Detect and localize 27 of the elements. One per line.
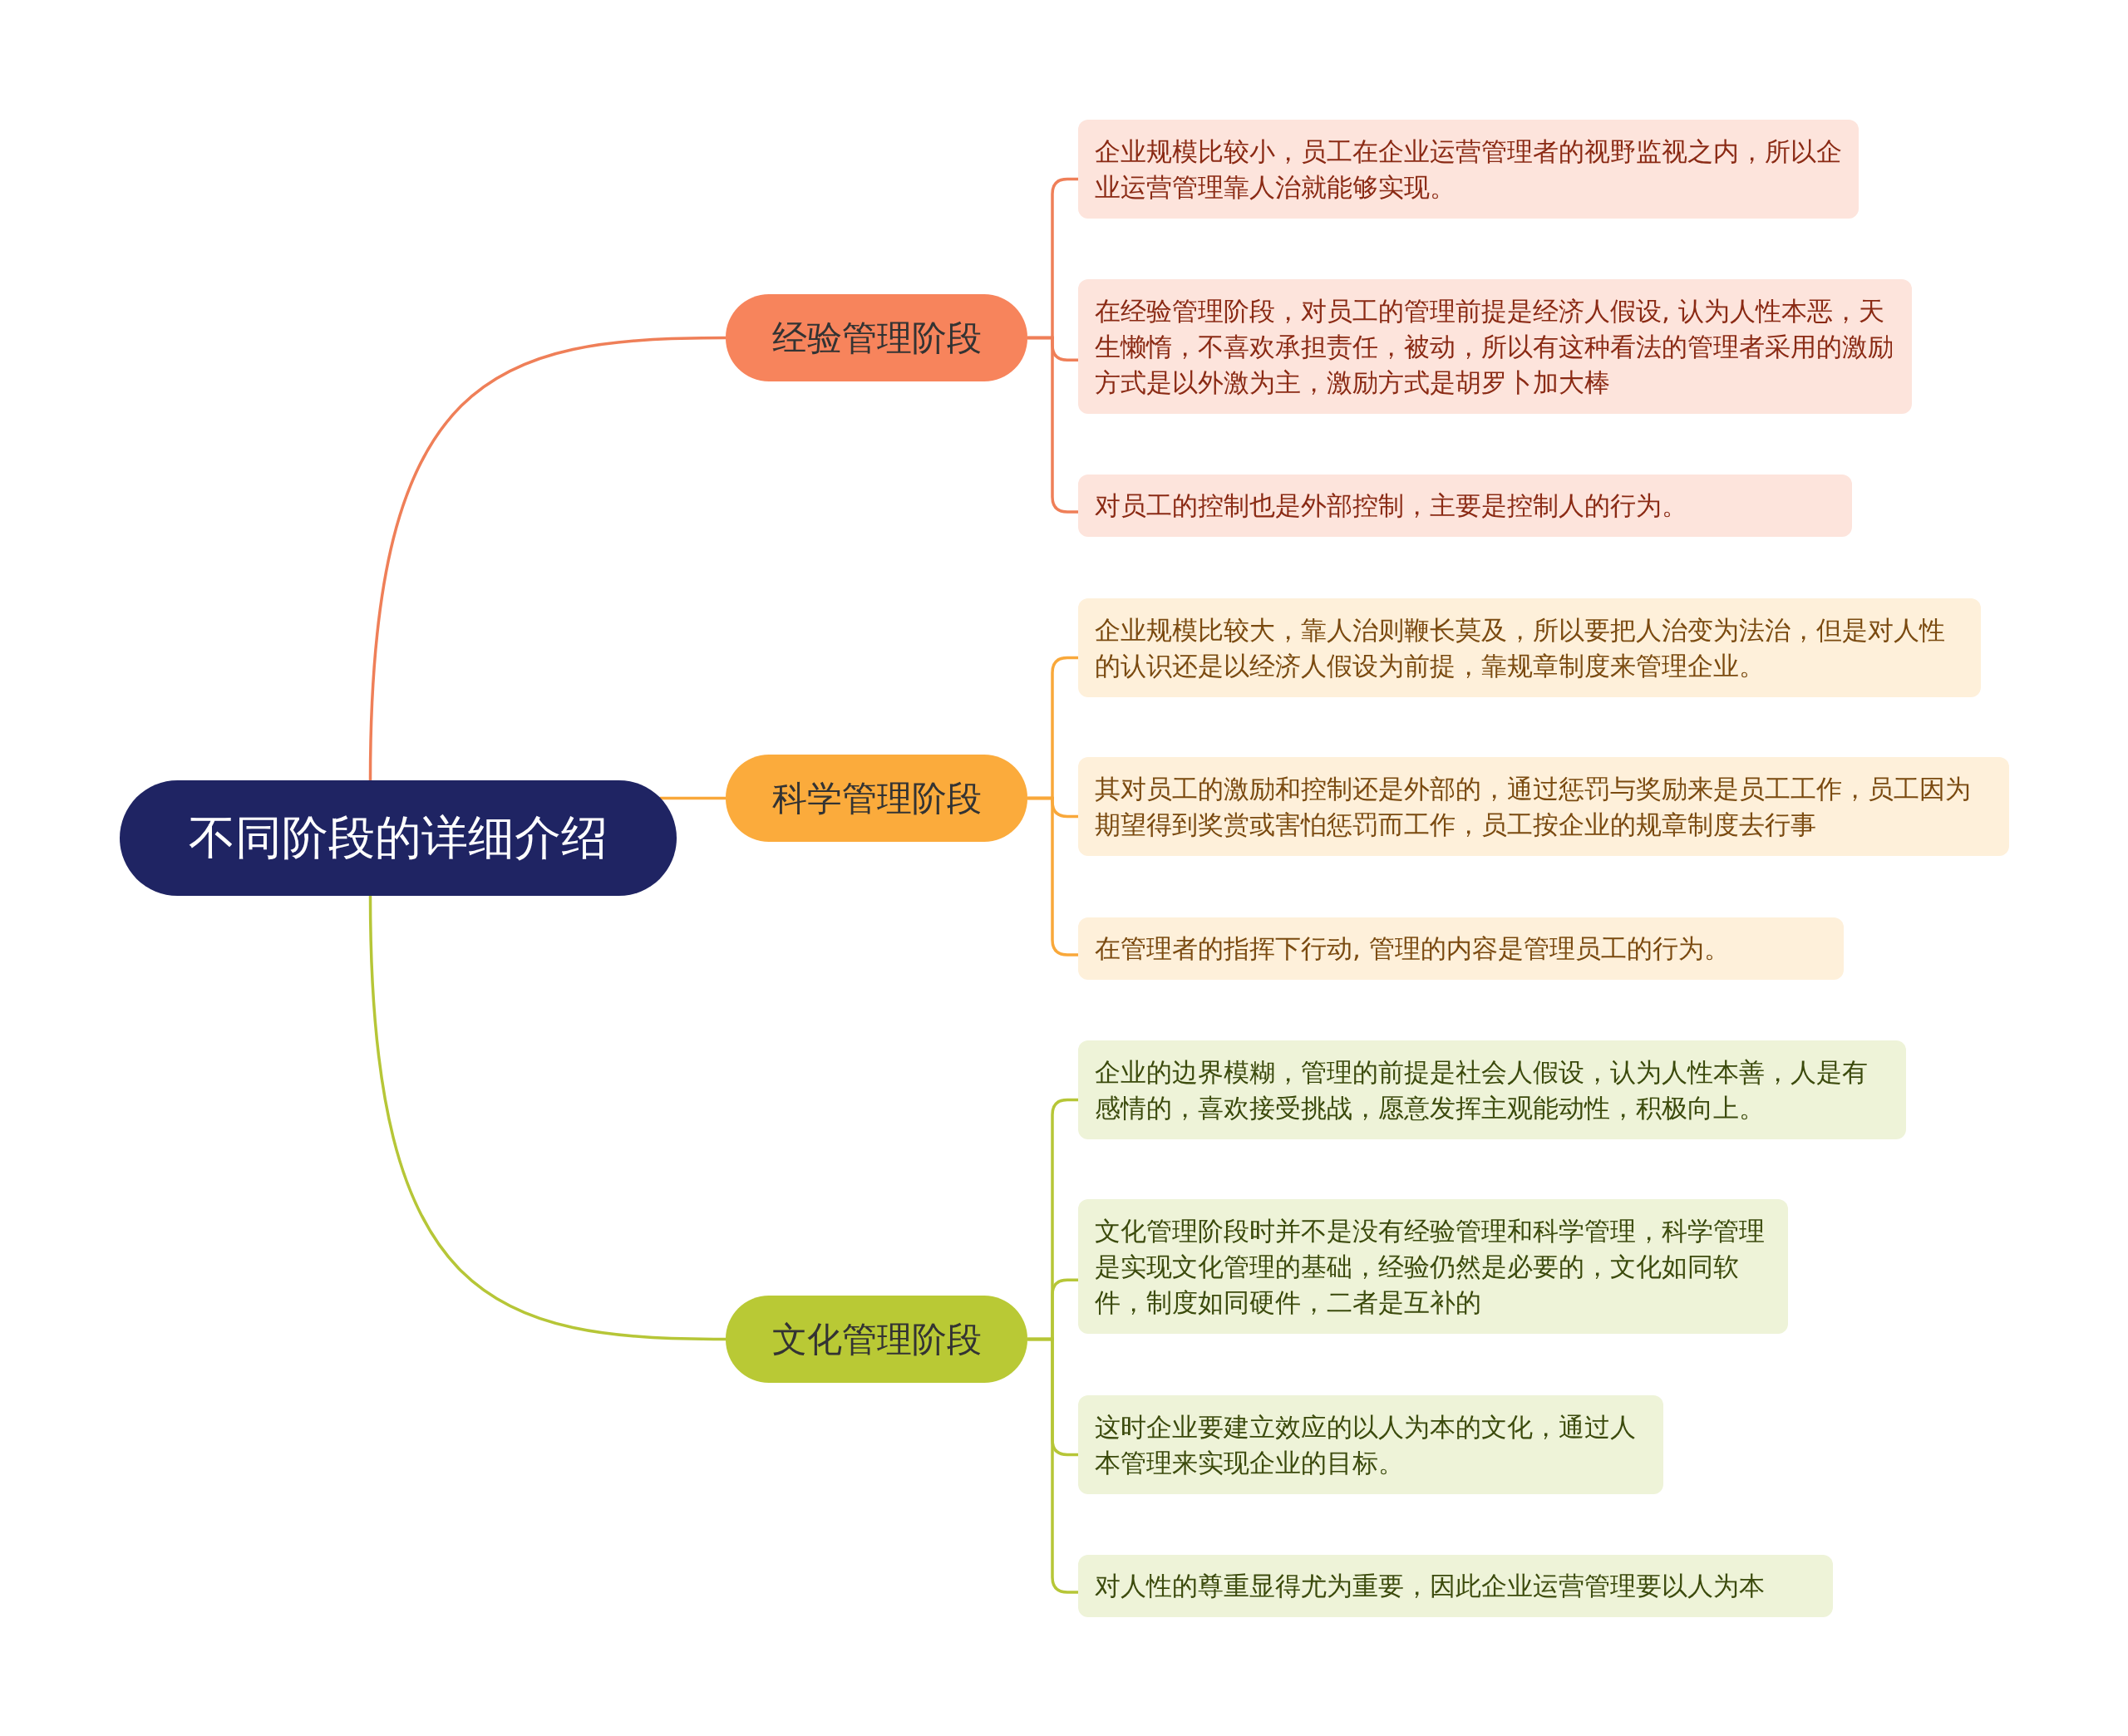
topic-text: 经验管理阶段 [771,316,982,360]
detail-text: 在经验管理阶段，对员工的管理前提是经济人假设, 认为人性本恶，天生懒惰，不喜欢承担责任，被动，所以有这种看法的管理者采用的激励方式是以外激为主，激励方式是胡罗卜加大棒 [1095,294,1894,399]
detail-card [1078,917,1844,980]
detail-text: 企业的边界模糊，管理的前提是社会人假设，认为人性本善，人是有感情的，喜欢接受挑战，愿意发挥主观能动性，积极向上。 [1095,1055,1869,1124]
detail-text: 其对员工的激励和控制还是外部的，通过惩罚与奖励来是员工工作，员工因为期望得到奖赏或害怕惩罚而工作，员工按企业的规章制度去行事 [1095,772,1972,841]
detail-card [1078,120,1859,219]
detail-text: 对员工的控制也是外部控制，主要是控制人的行为。 [1095,489,1687,522]
detail-text: 企业规模比较大，靠人治则鞭长莫及，所以要把人治变为法治，但是对人性的认识还是以经济人假设为前提，靠规章制度来管理企业。 [1095,613,1946,682]
detail-text: 文化管理阶段时并不是没有经验管理和科学管理，科学管理是实现文化管理的基础，经验仍然是必要的，文化如同软件，制度如同硬件，二者是互补的 [1095,1214,1766,1319]
topic-text: 文化管理阶段 [771,1317,982,1361]
detail-card [1078,1199,1788,1334]
detail-text: 对人性的尊重显得尤为重要，因此企业运营管理要以人为本 [1095,1570,1765,1602]
detail-text: 在管理者的指挥下行动, 管理的内容是管理员工的行为。 [1095,932,1730,965]
connector-line [368,336,727,781]
detail-card [1078,598,1981,697]
connector-line [368,895,727,1341]
topic-text: 科学管理阶段 [771,776,982,820]
topic-text: 不同阶段的详细介绍 [189,809,608,866]
detail-card [1078,1040,1906,1139]
detail-card [1078,757,2009,856]
detail-card [1078,1555,1833,1617]
detail-card [1078,1395,1663,1494]
detail-card [1078,279,1912,414]
detail-card [1078,475,1852,537]
detail-text: 企业规模比较小，员工在企业运营管理者的视野监视之内，所以企业运营管理靠人治就能够实现。 [1095,135,1842,204]
detail-text: 这时企业要建立效应的以人为本的文化，通过人本管理来实现企业的目标。 [1095,1410,1637,1479]
connector-line [660,796,726,800]
